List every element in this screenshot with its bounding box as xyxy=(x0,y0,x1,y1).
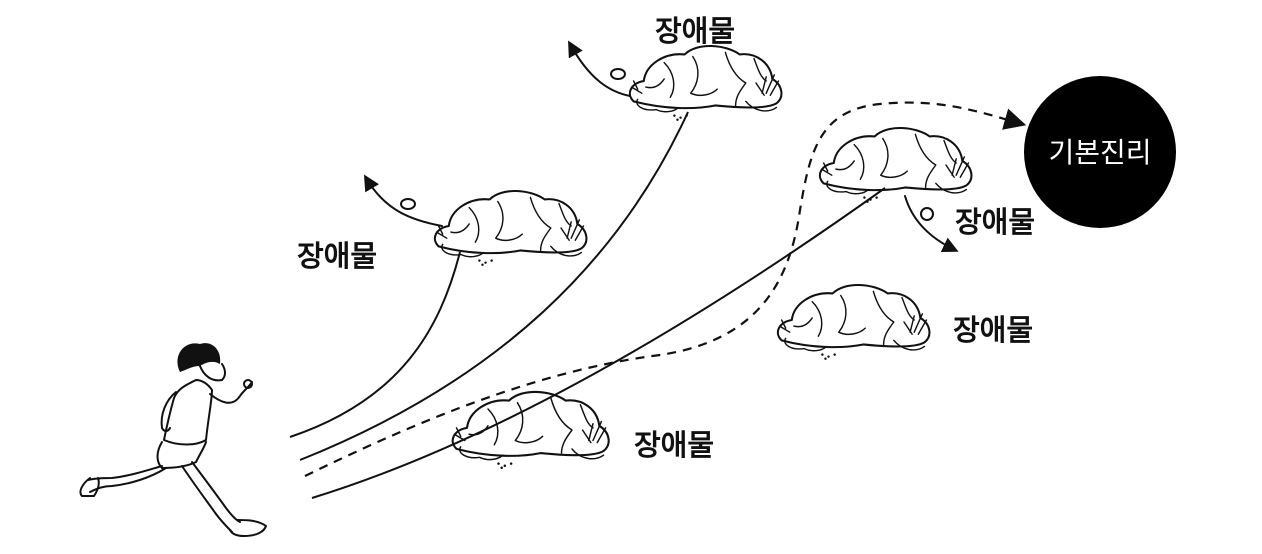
ball-icon xyxy=(400,198,416,210)
obstacle-label-right-middle: 장애물 xyxy=(953,313,1033,347)
obstacle-rock-right-upper xyxy=(818,126,973,253)
goal-label: 기본진리 xyxy=(1048,136,1151,169)
path-line-2 xyxy=(299,111,689,461)
ball-icon xyxy=(610,68,626,80)
dashed-path-to-goal xyxy=(304,101,1027,477)
obstacle-rock-bottom xyxy=(451,390,610,471)
goal-circle: 기본진리 xyxy=(1024,76,1176,228)
obstacle-label-top: 장애물 xyxy=(655,14,735,48)
obstacle-rock-left xyxy=(363,174,588,267)
ball-icon xyxy=(920,207,934,221)
deflect-arrow-icon xyxy=(363,174,443,227)
runner-figure xyxy=(79,343,267,537)
path-line-3 xyxy=(311,187,886,499)
obstacle-label-bottom: 장애물 xyxy=(634,428,714,462)
obstacle-label-left: 장애물 xyxy=(297,239,377,273)
obstacle-label-right-upper: 장애물 xyxy=(955,205,1035,239)
deflect-arrow-icon xyxy=(568,40,631,97)
path-line-1 xyxy=(289,251,461,438)
deflect-arrow-icon xyxy=(904,195,959,253)
obstacle-rock-top xyxy=(568,40,783,122)
obstacle-rock-right-middle xyxy=(776,283,931,361)
